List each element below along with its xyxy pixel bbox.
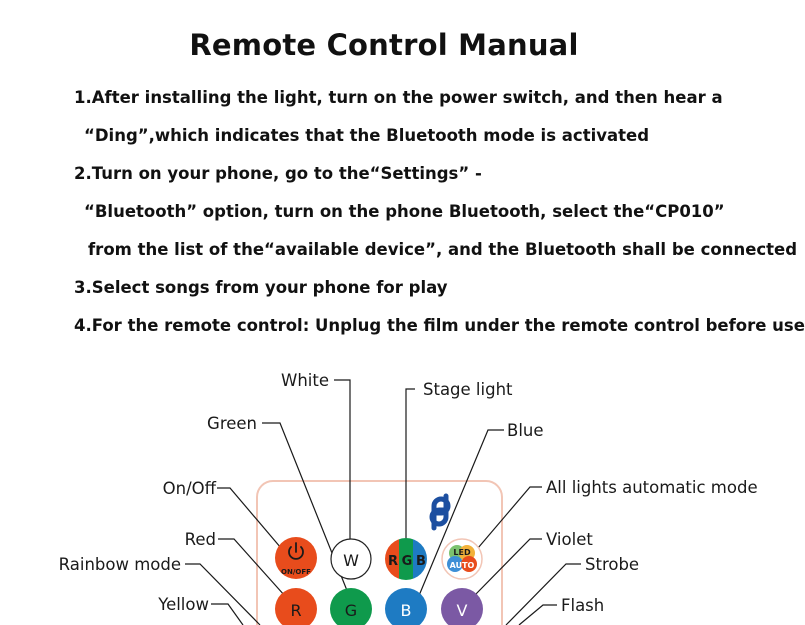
leader-on-off xyxy=(217,487,282,549)
instruction-line-1: 1.After installing the light, turn on th… xyxy=(74,88,723,107)
label-green: Green xyxy=(207,414,257,433)
green-button[interactable]: G xyxy=(330,588,372,625)
remote-body xyxy=(256,480,503,625)
leader-red xyxy=(218,538,286,597)
red-button-label: R xyxy=(290,601,301,620)
leader-lines xyxy=(185,379,581,625)
leader-white xyxy=(334,379,351,541)
instruction-line-6: 3.Select songs from your phone for play xyxy=(74,278,448,297)
violet-button-label: V xyxy=(457,601,468,620)
led-label: LED xyxy=(453,548,471,557)
brand-logo xyxy=(429,493,451,531)
white-button-label: W xyxy=(343,551,359,570)
instruction-line-2: “Ding”,which indicates that the Bluetoot… xyxy=(84,126,650,145)
leader-strobe xyxy=(505,563,581,625)
page-title: Remote Control Manual xyxy=(189,28,579,62)
leader-blue xyxy=(417,429,504,599)
label-flash: Flash xyxy=(561,596,604,615)
leader-rainbow xyxy=(185,563,261,625)
green-button-label: G xyxy=(345,601,357,620)
power-button-label: ON/OFF xyxy=(281,568,311,576)
leader-violet xyxy=(473,538,542,597)
violet-button[interactable]: V xyxy=(441,588,483,625)
rgb-stage-button[interactable]: R G B xyxy=(385,538,427,580)
label-red: Red xyxy=(185,530,216,549)
label-rainbow: Rainbow mode xyxy=(59,555,181,574)
leader-all-auto xyxy=(477,486,542,549)
rgb-r-label: R xyxy=(388,554,398,569)
instruction-line-5: from the list of the“available device”, … xyxy=(88,240,798,259)
auto-label: AUTO xyxy=(450,561,475,570)
label-white: White xyxy=(281,371,329,390)
label-stage-light: Stage light xyxy=(423,380,513,399)
rgb-b-label: B xyxy=(416,554,426,569)
label-on-off: On/Off xyxy=(163,479,217,498)
blue-button[interactable]: B xyxy=(385,588,427,625)
white-button[interactable]: W xyxy=(330,538,372,580)
led-auto-button[interactable]: LED AUTO xyxy=(441,538,483,580)
leader-stage-light xyxy=(405,388,415,541)
label-yellow: Yellow xyxy=(157,595,209,614)
leader-green xyxy=(262,422,353,604)
power-icon xyxy=(288,542,304,560)
rgb-g-label: G xyxy=(402,554,413,569)
power-button[interactable]: ON/OFF xyxy=(275,537,317,579)
label-all-auto: All lights automatic mode xyxy=(546,478,758,497)
instruction-line-3: 2.Turn on your phone, go to the“Settings… xyxy=(74,164,482,183)
blue-button-label: B xyxy=(401,601,412,620)
instruction-line-7: 4.For the remote control: Unplug the fil… xyxy=(74,316,805,335)
label-violet: Violet xyxy=(546,530,593,549)
red-button[interactable]: R xyxy=(275,588,317,625)
leader-flash xyxy=(518,604,557,625)
instruction-line-4: “Bluetooth” option, turn on the phone Bl… xyxy=(84,202,725,221)
label-strobe: Strobe xyxy=(585,555,639,574)
label-blue: Blue xyxy=(507,421,544,440)
leader-yellow xyxy=(211,603,244,625)
